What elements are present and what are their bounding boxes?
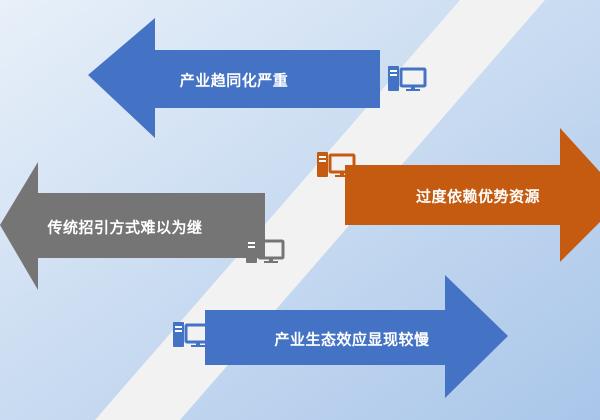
computer-icon <box>246 238 285 263</box>
computer-icon <box>173 322 212 347</box>
arrow-right-2 <box>345 128 600 262</box>
arrow-left-1 <box>88 18 380 138</box>
arrow-label-1: 产业趋同化严重 <box>179 71 289 90</box>
arrow-label-2: 过度依赖优势资源 <box>415 187 541 206</box>
computer-icon <box>317 152 356 177</box>
arrow-right-4 <box>205 275 508 398</box>
arrow-left-3 <box>0 162 265 290</box>
arrow-label-3: 传统招引方式难以为继 <box>47 218 203 237</box>
computer-icon <box>388 66 427 91</box>
arrow-label-4: 产业生态效应显现较慢 <box>274 330 430 349</box>
